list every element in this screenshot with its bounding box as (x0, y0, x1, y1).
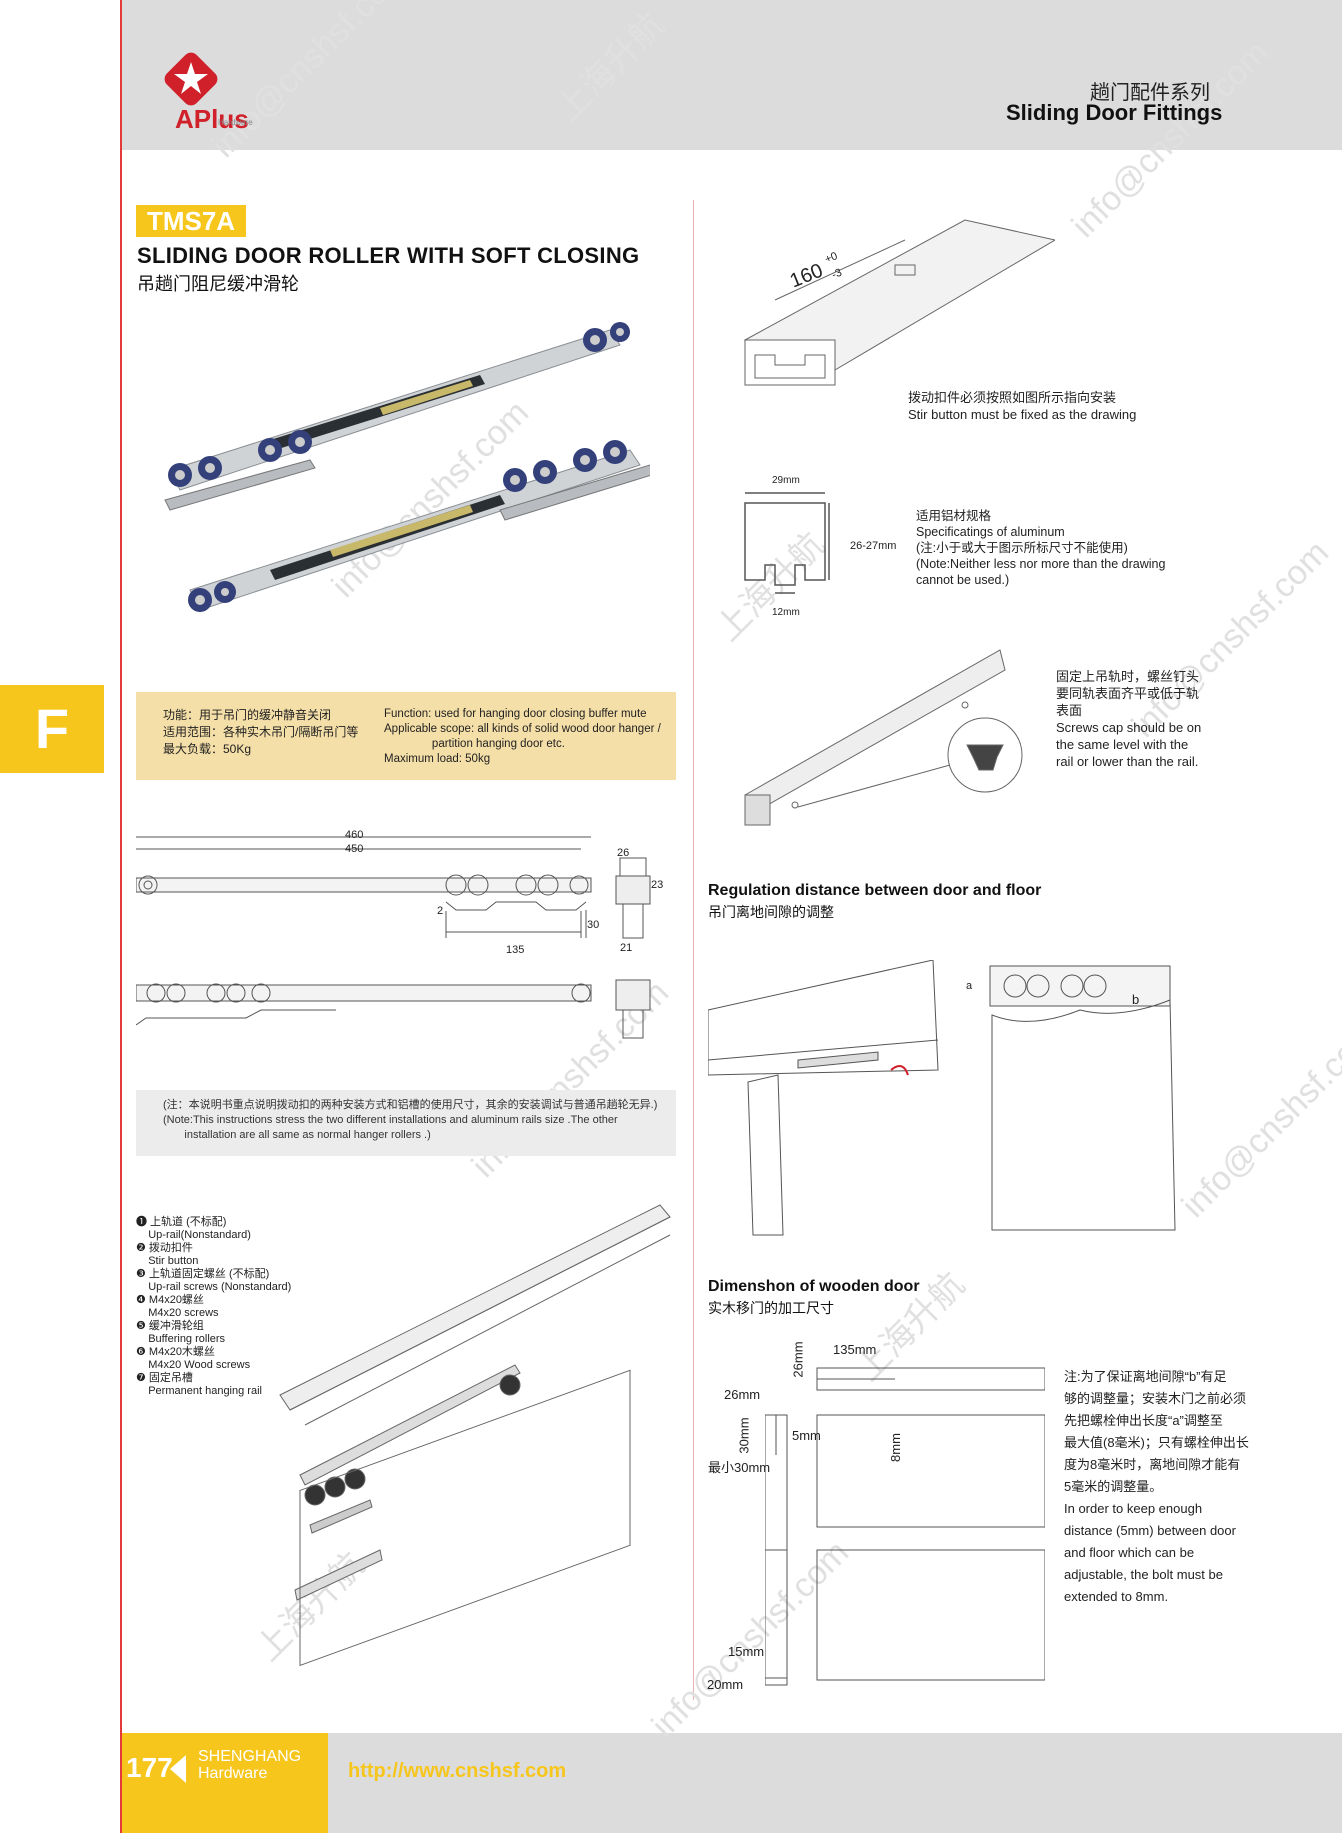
dim-2: 2 (437, 905, 444, 917)
dim-min-30mm: 最小30mm (708, 1460, 771, 1475)
regulation-title-cn: 吊门离地间隙的调整 (708, 904, 834, 920)
wooden-title: Dimenshon of wooden door (708, 1278, 920, 1295)
dim-26mm-b: 26mm (724, 1387, 761, 1402)
footer-company: SHENGHANG Hardware (198, 1748, 301, 1782)
dim-30: 30 (587, 919, 600, 931)
dim-135: 135 (506, 944, 525, 956)
footer-url-link[interactable]: http://www.cnshsf.com (348, 1760, 567, 1782)
regulation-title: Regulation distance between door and flo… (708, 882, 1042, 899)
dim-30mm: 30mm (736, 1417, 752, 1454)
footer-company-line2: Hardware (198, 1765, 268, 1782)
aluminum-profile-drawing (744, 492, 830, 594)
footer-page-block (120, 1733, 328, 1833)
brand-logo-icon (164, 52, 218, 106)
dim-23: 23 (651, 879, 664, 891)
dim-8mm: 8mm (887, 1433, 903, 1462)
wooden-note: 注:为了保证离地间隙“b”有足 够的调整量；安装木门之前必须 先把螺栓伸出长度“… (1064, 1369, 1249, 1604)
parts-list: ❶ 上轨道 (不标配) Up-rail(Nonstandard) ❷ 拨动扣件 … (136, 1216, 292, 1397)
dim-26: 26 (617, 847, 630, 859)
profile-gap: 12mm (772, 607, 800, 618)
wooden-title-cn: 实木移门的加工尺寸 (708, 1300, 834, 1316)
info-box (136, 692, 676, 780)
dim-26mm-a: 26mm (790, 1341, 806, 1378)
model-badge: TMS7A (136, 205, 246, 237)
product-photo (164, 322, 650, 612)
dim-450: 450 (345, 843, 364, 855)
brand-logo: APlus (175, 104, 249, 134)
gap-b-label: b (1132, 992, 1140, 1007)
note-text: (注：本说明书重点说明拨动扣的两种安装方式和铝槽的使用尺寸，其余的安装调试与普通… (163, 1099, 658, 1141)
section-tab: F (0, 685, 104, 773)
footer-arrow-icon (170, 1755, 186, 1783)
product-title: SLIDING DOOR ROLLER WITH SOFT CLOSING (137, 243, 640, 268)
screw-rail-drawing (744, 649, 1023, 826)
note-box (136, 1090, 676, 1156)
brand-sub: Hardware (218, 118, 253, 127)
rail-stir-button-drawing (743, 219, 1055, 386)
dim-21: 21 (620, 942, 633, 954)
info-text-cn: 功能：用于吊门的缓冲静音关闭 适用范围：各种实木吊门/隔断吊门等 最大负载：50… (163, 708, 359, 756)
dim-5mm: 5mm (792, 1428, 821, 1443)
dimension-drawing (136, 836, 651, 1039)
dim-15mm: 15mm (728, 1644, 765, 1659)
rail-note: 拨动扣件必须按照如图所示指向安装 Stir button must be fix… (908, 390, 1137, 422)
column-divider (693, 200, 694, 1700)
dim-135mm: 135mm (833, 1342, 877, 1357)
series-title-en: Sliding Door Fittings (1006, 100, 1223, 125)
profile-note: 适用铝材规格 Specificatings of aluminum (注:小于或… (916, 509, 1166, 587)
screw-note: 固定上吊轨时，螺丝钉头 要同轨表面齐平或低于轨 表面 Screws cap sh… (1056, 669, 1202, 769)
profile-height: 26-27mm (850, 540, 897, 552)
watermark: info@cnshsf.com (1174, 1013, 1342, 1225)
door-frame-drawing (708, 960, 939, 1236)
info-text-en: Function: used for hanging door closing … (384, 708, 661, 765)
profile-width: 29mm (772, 475, 800, 486)
dim-460: 460 (345, 829, 364, 841)
exploded-view (279, 1204, 671, 1667)
page-number: 177 (126, 1752, 173, 1783)
margin-line (120, 0, 122, 1833)
product-title-cn: 吊趟门阻尼缓冲滑轮 (137, 274, 299, 294)
series-title-cn: 趟门配件系列 (1090, 82, 1210, 104)
dim-20mm: 20mm (707, 1677, 744, 1692)
wooden-door-drawing (765, 1367, 1045, 1686)
gap-a-label: a (966, 980, 973, 992)
header-band (120, 0, 1342, 150)
footer-company-line1: SHENGHANG (198, 1748, 302, 1765)
door-gap-drawing (989, 965, 1176, 1231)
